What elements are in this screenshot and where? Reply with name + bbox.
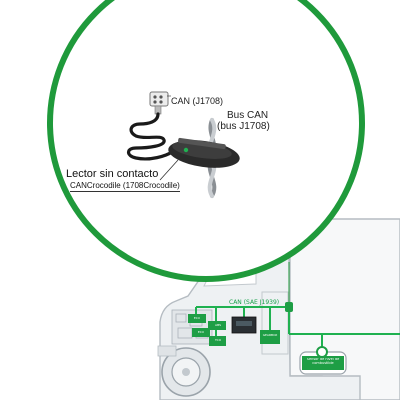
fuel-sensor-label: Sensor de nivel de combustible: [306, 358, 340, 365]
front-bumper: [157, 345, 177, 357]
fuel-sensor-tag: [302, 356, 344, 370]
reader-leader-line: [159, 159, 179, 181]
module-left-b: [208, 321, 226, 330]
module-small: [209, 336, 226, 346]
reader-cable: [126, 112, 174, 161]
can-connector-label: CAN (J1708): [171, 96, 224, 106]
module-label-left-a: ECU: [193, 317, 201, 320]
module-label-gearbox: GEARBOX: [262, 334, 278, 337]
reader-subtitle: CANCrocodile (1708Crocodile): [70, 181, 180, 192]
module-left-a: [188, 314, 206, 323]
crocodile-reader: [168, 137, 240, 168]
engine-detail: [171, 309, 213, 345]
module-gearbox: [260, 330, 280, 344]
module-label-left-c: ECU: [197, 331, 205, 334]
callout-circle: [47, 0, 365, 282]
bus-can-label: Bus CAN: [227, 110, 269, 121]
bus-j1708-label: (bus J1708): [217, 121, 270, 132]
module-label-left-b: ABS: [215, 324, 221, 327]
can-bus-lines: [195, 306, 400, 354]
can-connector: [149, 91, 169, 115]
module-left-c: [192, 328, 210, 337]
can-sae-bus-label: CAN (SAE J1939): [229, 299, 280, 306]
fuel-sensor: [316, 346, 328, 358]
bus-reader-clip: [285, 302, 293, 312]
zoomed-reader-scene: [126, 91, 240, 198]
module-label-small: TCO: [214, 339, 222, 342]
reader-title: Lector sin contacto: [66, 168, 159, 180]
